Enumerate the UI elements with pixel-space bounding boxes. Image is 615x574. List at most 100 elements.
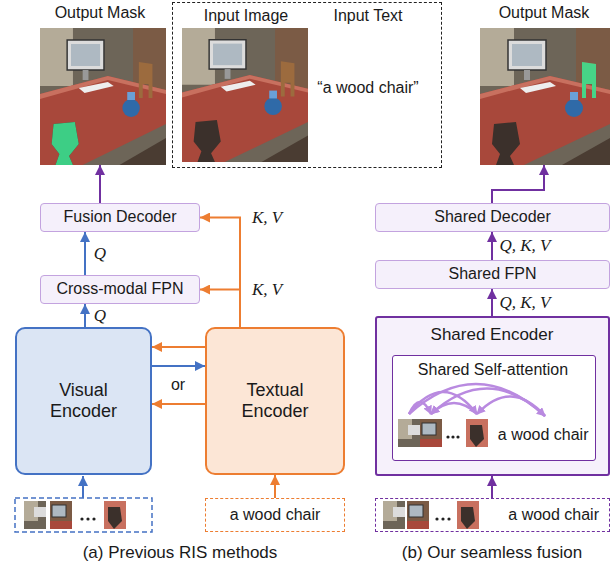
node-text: a wood chair	[230, 506, 321, 523]
text-slot: Fusion Decoder	[64, 208, 177, 226]
ellipsis-dot	[441, 517, 444, 520]
connector-arrow	[152, 403, 205, 405]
image-patch	[104, 501, 126, 529]
attention-arc	[409, 402, 431, 414]
ellipsis-dot	[86, 517, 89, 520]
image-patch	[407, 501, 429, 529]
process-box: Shared FPN	[375, 260, 610, 289]
text-slot: Shared FPN	[448, 265, 536, 283]
node-text: Shared Encoder	[431, 325, 554, 344]
node-text: Cross-modal FPN	[56, 280, 183, 297]
node-text: Shared Decoder	[434, 208, 551, 225]
green-mask	[582, 62, 596, 98]
node-text: a wood chair	[508, 506, 599, 523]
encoder-box: Visual Encoder	[15, 327, 152, 475]
text-slot: a wood chair	[498, 426, 589, 444]
node-text: Input Image	[204, 7, 289, 24]
connector-arrow	[84, 304, 86, 327]
text-slot: Output Mask	[30, 4, 170, 22]
connector-arrow	[99, 165, 101, 203]
process-box: Cross-modal FPN	[40, 275, 200, 304]
image-patch	[420, 419, 442, 447]
text-slot: Visual Encoder	[36, 380, 132, 422]
edge-label: K, V	[250, 208, 284, 227]
connector-arrow	[200, 218, 240, 328]
text-input-box: a wood chair	[205, 498, 345, 532]
node-text: Shared FPN	[448, 265, 536, 282]
mask-overlay	[582, 62, 596, 98]
connector-arrow	[84, 232, 86, 275]
attention-arc	[431, 403, 477, 414]
encoder-box: Shared EncoderShared Self-attention a woo…	[375, 316, 610, 476]
edge-label: Q	[92, 306, 108, 325]
text-slot: Cross-modal FPN	[56, 280, 183, 298]
ellipsis-dot	[451, 435, 454, 438]
ellipsis-dot	[446, 435, 449, 438]
image-patch	[383, 501, 405, 529]
multimodal-input-box: a wood chair	[375, 498, 610, 532]
attention-arc	[409, 384, 545, 416]
ellipsis-dot	[435, 517, 438, 520]
connector-arrow	[274, 475, 276, 498]
text-slot: Input Image	[181, 7, 311, 25]
connector-note: or	[171, 376, 185, 393]
text-slot: Shared Encoder	[377, 325, 607, 345]
output-photo	[40, 28, 166, 165]
connector-arrow	[491, 232, 493, 260]
node-text: Shared Self-attention	[418, 361, 568, 378]
input-arrow	[82, 476, 84, 498]
text-slot: Shared Decoder	[434, 208, 551, 226]
image-patch	[50, 501, 72, 529]
node-text: Output Mask	[55, 4, 146, 21]
output-photo	[480, 28, 610, 165]
node-text: “a wood chair”	[317, 79, 418, 96]
attention-arc	[477, 396, 545, 416]
attention-arc	[431, 388, 545, 416]
subfigure-caption: (a) Previous RIS methods	[83, 543, 278, 562]
connector-arrow	[152, 365, 205, 367]
process-box: Fusion Decoder	[40, 203, 200, 232]
edge-label-slot: Q	[92, 244, 108, 264]
edge-label: K, V	[250, 280, 284, 299]
connector-arrow	[491, 289, 493, 316]
label-slot: (b) Our seamless fusion	[402, 543, 582, 563]
image-input-box	[15, 498, 152, 532]
node-text: Fusion Decoder	[64, 208, 177, 225]
edge-label: Q	[92, 244, 108, 263]
attention-arc	[409, 392, 477, 414]
text-slot: Input Text	[308, 7, 428, 25]
edge-label: Q, K, V	[498, 236, 553, 255]
ellipsis-dot	[447, 517, 450, 520]
connector-arrow	[491, 476, 493, 498]
image-patch	[398, 419, 420, 447]
attention-box: Shared Self-attention a wood chair	[392, 355, 596, 461]
image-patch	[466, 419, 488, 447]
text-slot: Textual Encoder	[227, 380, 323, 422]
image-panel: Output Mask	[30, 2, 170, 165]
edge-label-slot: Q	[92, 306, 108, 326]
node-text: Visual Encoder	[36, 380, 132, 421]
mask-overlay	[52, 122, 79, 165]
node-text: Output Mask	[499, 4, 590, 21]
node-text: a wood chair	[498, 426, 589, 443]
label-slot: or	[171, 376, 185, 394]
edge-label: Q, K, V	[498, 293, 553, 312]
input-panel: Input Image Input Text “a wood chair”	[172, 2, 442, 168]
text-slot: Shared Self-attention	[393, 361, 594, 379]
node-text: Textual Encoder	[227, 380, 323, 421]
node-text: Input Text	[333, 7, 402, 24]
image-patch	[457, 501, 479, 529]
green-mask	[52, 122, 79, 165]
edge-label-slot: K, V	[250, 208, 284, 228]
encoder-box: Textual Encoder	[205, 327, 345, 475]
ellipsis-dot	[456, 435, 459, 438]
input-photo	[182, 28, 308, 162]
image-panel: Output Mask	[476, 2, 612, 165]
text-slot: a wood chair	[508, 506, 599, 524]
edge-label-slot: Q, K, V	[498, 293, 553, 313]
subfigure-caption: (b) Our seamless fusion	[402, 543, 582, 562]
text-slot: Output Mask	[476, 4, 612, 22]
connector-arrow	[492, 165, 544, 203]
